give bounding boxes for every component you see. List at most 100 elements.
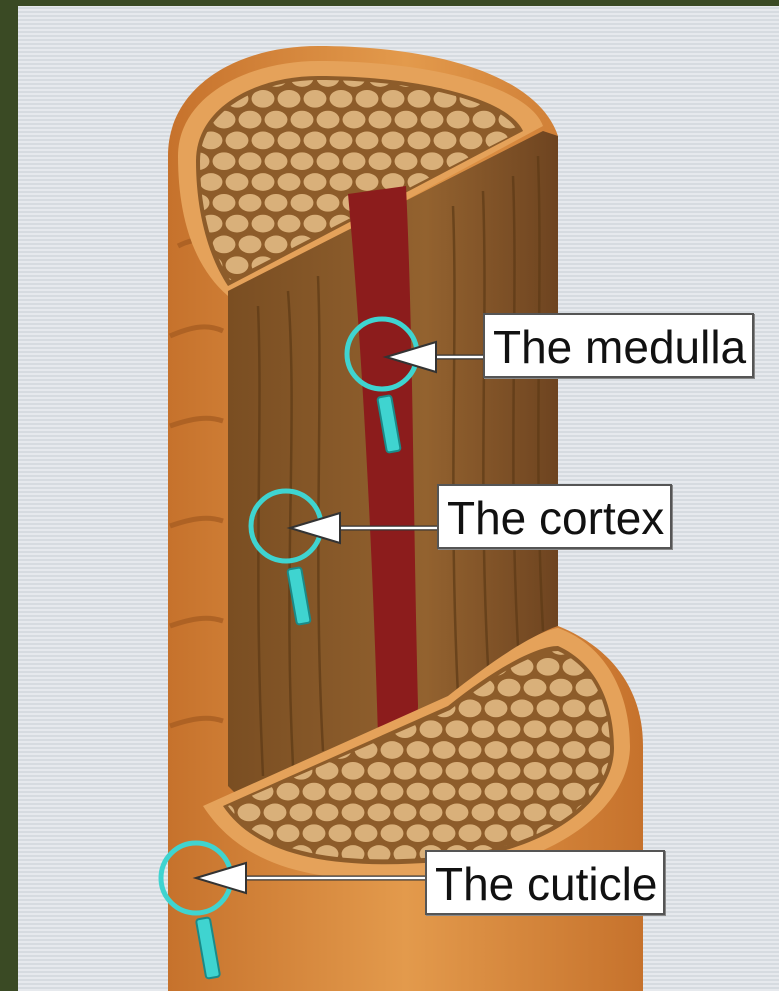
cell xyxy=(290,804,313,822)
label-medulla: The medulla xyxy=(483,313,754,378)
cell xyxy=(485,741,508,759)
cell xyxy=(498,804,521,822)
cell xyxy=(394,804,417,822)
cell xyxy=(459,824,482,842)
cell xyxy=(355,783,378,801)
diagram-panel: The medulla The cortex The cuticle xyxy=(18,6,779,991)
cell xyxy=(329,783,352,801)
cell xyxy=(330,90,353,108)
cell xyxy=(472,804,495,822)
cell xyxy=(433,741,456,759)
cell xyxy=(252,90,275,108)
cell xyxy=(420,762,443,780)
cell xyxy=(226,132,249,150)
cell xyxy=(407,741,430,759)
cell xyxy=(252,173,275,191)
cell xyxy=(576,762,599,780)
cell xyxy=(408,132,431,150)
cell xyxy=(524,720,547,738)
cell xyxy=(563,700,586,718)
cell xyxy=(498,762,521,780)
cell xyxy=(369,111,392,129)
cell xyxy=(239,236,262,254)
cell xyxy=(252,215,275,233)
cell xyxy=(317,194,340,212)
cell xyxy=(602,637,625,655)
cell xyxy=(550,720,573,738)
cell xyxy=(382,132,405,150)
cell xyxy=(485,700,508,718)
cell xyxy=(381,741,404,759)
cell xyxy=(368,762,391,780)
cell xyxy=(395,111,418,129)
cell xyxy=(317,152,340,170)
cell xyxy=(304,215,327,233)
cell xyxy=(278,173,301,191)
cell xyxy=(524,762,547,780)
cell xyxy=(304,173,327,191)
cell xyxy=(265,111,288,129)
cell xyxy=(226,256,249,274)
cell xyxy=(342,762,365,780)
cell xyxy=(382,90,405,108)
label-cuticle: The cuticle xyxy=(425,850,665,915)
cell xyxy=(408,90,431,108)
cell xyxy=(511,741,534,759)
cell xyxy=(420,720,443,738)
cell xyxy=(576,720,599,738)
cell xyxy=(472,762,495,780)
cell xyxy=(226,173,249,191)
cell xyxy=(213,236,236,254)
cell xyxy=(421,111,444,129)
cell xyxy=(447,111,470,129)
cell xyxy=(537,783,560,801)
cell xyxy=(265,152,288,170)
cell xyxy=(252,132,275,150)
cell xyxy=(420,804,443,822)
cell xyxy=(343,111,366,129)
cell xyxy=(277,783,300,801)
cell xyxy=(485,824,508,842)
cell xyxy=(330,132,353,150)
cell xyxy=(303,783,326,801)
cell xyxy=(524,804,547,822)
cell xyxy=(511,783,534,801)
cell xyxy=(589,741,612,759)
cell xyxy=(278,132,301,150)
cell xyxy=(459,783,482,801)
cell xyxy=(239,111,262,129)
cell xyxy=(329,824,352,842)
cell xyxy=(395,152,418,170)
cell xyxy=(459,741,482,759)
cell xyxy=(277,824,300,842)
cell xyxy=(498,679,521,697)
cell xyxy=(278,215,301,233)
cell xyxy=(303,824,326,842)
cell xyxy=(238,804,261,822)
cell xyxy=(239,152,262,170)
cell xyxy=(368,804,391,822)
cell xyxy=(278,90,301,108)
cell xyxy=(421,152,444,170)
cell xyxy=(356,173,379,191)
cell xyxy=(563,741,586,759)
cell xyxy=(213,152,236,170)
cell xyxy=(537,658,560,676)
cell xyxy=(369,152,392,170)
cell xyxy=(446,720,469,738)
cell xyxy=(355,824,378,842)
cell xyxy=(265,236,288,254)
cell xyxy=(291,111,314,129)
cell xyxy=(304,90,327,108)
cell xyxy=(213,194,236,212)
cell xyxy=(511,700,534,718)
cell xyxy=(381,783,404,801)
cell xyxy=(304,132,327,150)
cell xyxy=(550,762,573,780)
cell xyxy=(407,824,430,842)
cell xyxy=(460,132,483,150)
cell xyxy=(226,215,249,233)
cell xyxy=(434,132,457,150)
cell xyxy=(550,679,573,697)
cell xyxy=(264,804,287,822)
